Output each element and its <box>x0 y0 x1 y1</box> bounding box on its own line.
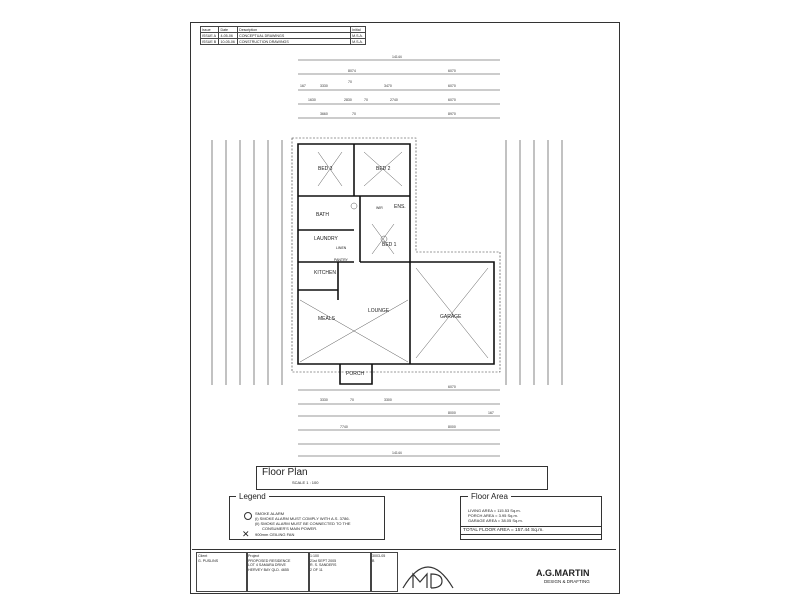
dim-label: 6070 <box>448 84 456 88</box>
rev-cell: ISSUE B <box>199 38 220 45</box>
floor-area-box <box>460 496 602 540</box>
room-label-pantry: PANTRY <box>334 258 348 262</box>
smoke-alarm-icon <box>244 512 252 520</box>
dim-label: 3660 <box>320 112 328 116</box>
legend-item: (ii) SMOKE ALARM MUST BE CONNECTED TO TH… <box>255 521 351 526</box>
floor-area-line: LIVING AREA = 115.53 Sq.m. <box>468 508 521 513</box>
project-label: Project <box>248 554 260 558</box>
room-label-lounge: LOUNGE <box>368 308 390 314</box>
revision-row: ISSUE A 4-05-06 CONCEPTUAL DRAWINGS M.S.… <box>199 32 366 39</box>
rev-cell: M.S.A. <box>350 38 366 45</box>
floor-area-line: PORCH AREA = 3.95 Sq.m. <box>468 513 518 518</box>
room-label-bed3: BED 3 <box>318 166 333 172</box>
legend-item: 900mm CEILING FAN <box>255 532 295 537</box>
dim-label: 6070 <box>448 98 456 102</box>
dim-overall-top: 14144 <box>392 55 402 59</box>
floor-area-total: TOTAL FLOOR AREA = 157.44 Sq.m. <box>460 526 601 535</box>
dim-label: 8970 <box>448 112 456 116</box>
legend-box <box>229 496 385 540</box>
title-block <box>192 549 616 592</box>
plan-title-box <box>256 466 548 490</box>
dim-label: 3330 <box>320 398 328 402</box>
dim-label: 3300 <box>384 398 392 402</box>
date-value: 21st SEPT 2005 <box>310 558 337 563</box>
room-label-bed1: BED 1 <box>382 242 397 248</box>
dim-label: 167 <box>300 84 306 88</box>
plan-scale: SCALE 1 : 100 <box>292 480 319 485</box>
legend-title: Legend <box>236 492 269 501</box>
client-label: Client <box>198 554 208 558</box>
dim-label: 2740 <box>390 98 398 102</box>
dim-label: 3330 <box>320 84 328 88</box>
room-label-linen: LINEN <box>336 246 347 250</box>
room-label-garage: GARAGE <box>440 314 462 320</box>
dim-label: 8074 <box>348 69 356 73</box>
dim-label: 1630 <box>308 98 316 102</box>
project-cell: Project PROPOSED RESIDENCE LOT 4 SAMARA … <box>246 552 310 592</box>
scale-value: 1:100 <box>310 554 319 558</box>
dim-label: 6070 <box>448 69 456 73</box>
legend-item: (i) SMOKE ALARM MUST COMPLY WITH A.S. 37… <box>255 516 350 521</box>
drawing-info-cell: 1:100 21st SEPT 2005 R. S. SANDERS 2 OF … <box>308 552 372 592</box>
dim-overall-bottom: 14144 <box>392 451 402 455</box>
sheet-value: 2 OF 11 <box>310 567 323 572</box>
room-label-laundry: LAUNDRY <box>314 236 338 242</box>
room-label-porch: PORCH <box>346 371 365 377</box>
dim-label: 70 <box>350 398 354 402</box>
dim-label: 70 <box>348 80 352 84</box>
room-label-ensuite: ENS. <box>394 204 406 210</box>
company-brand: A.G.MARTIN <box>536 568 590 578</box>
project-name: PROPOSED RESIDENCE <box>248 558 291 563</box>
dim-label: 2830 <box>344 98 352 102</box>
ceiling-fan-icon: ✕ <box>242 529 250 539</box>
job-number: 3003-05 <box>372 554 386 558</box>
dim-label: 70 <box>364 98 368 102</box>
company-logo-icon <box>402 566 454 589</box>
project-address2: HERVEY BAY QLD. 4655 <box>248 567 289 572</box>
floor-area-title: Floor Area <box>468 492 511 501</box>
client-cell: Client G. PUSLINS <box>196 552 248 592</box>
revision-row: ISSUE B 10-05-06 CONSTRUCTION DRAWINGS M… <box>199 38 366 45</box>
legend-item: CONSUMER'S MAIN POWER. <box>262 526 318 531</box>
job-cell: 3003-05 B <box>370 552 398 592</box>
drawn-value: R. S. SANDERS <box>310 563 337 567</box>
dim-label: 167 <box>488 411 494 415</box>
room-label-kitchen: KITCHEN <box>314 270 336 276</box>
dim-label: 8000 <box>448 411 456 415</box>
room-label-bath: BATH <box>316 212 329 218</box>
revision-letter: B <box>372 558 375 563</box>
revision-table: Issue Date Description Initial ISSUE A 4… <box>199 26 366 45</box>
plan-title: Floor Plan <box>262 467 308 478</box>
client-name: G. PUSLINS <box>198 558 219 563</box>
legend-item: SMOKE ALARM <box>255 511 285 516</box>
room-label-bed2: BED 2 <box>376 166 391 172</box>
dim-label: 70 <box>352 112 356 116</box>
dim-label: 7740 <box>340 425 348 429</box>
project-address1: LOT 4 SAMARA DRIVE <box>248 563 286 567</box>
room-label-meals: MEALS <box>318 316 335 322</box>
rev-cell: CONSTRUCTION DRAWINGS <box>237 38 352 45</box>
dim-label: 8000 <box>448 425 456 429</box>
room-label-wir: WIR <box>376 206 383 210</box>
company-brand-sub: DESIGN & DRAFTING <box>544 579 590 584</box>
dim-label: 6070 <box>448 385 456 389</box>
floor-area-line: GARAGE AREA = 38.05 Sq.m. <box>468 518 523 523</box>
dim-label: 3470 <box>384 84 392 88</box>
